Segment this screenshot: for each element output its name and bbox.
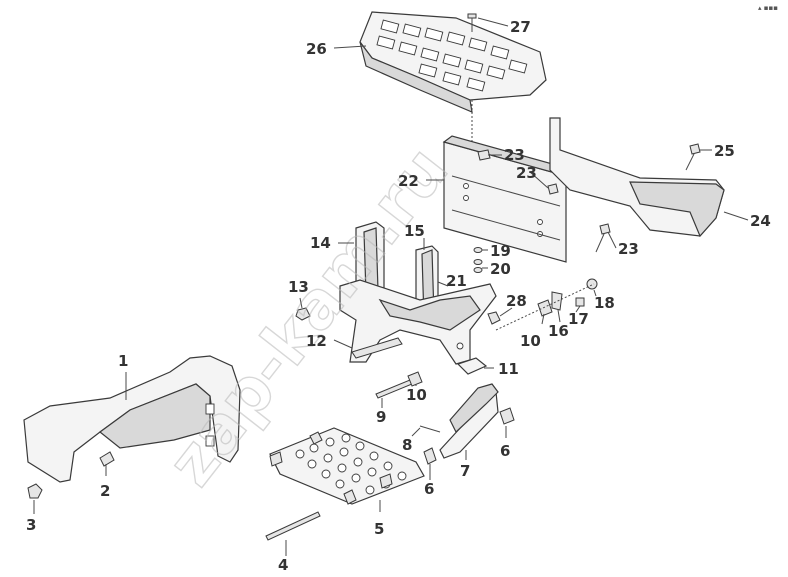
callout-14: 14	[310, 234, 331, 252]
part-8-pin	[419, 425, 441, 433]
callout-26: 26	[306, 40, 327, 58]
part-4-pin	[265, 511, 321, 541]
callout-23-top: 23	[504, 146, 525, 164]
callout-20: 20	[490, 260, 511, 278]
callout-7: 7	[460, 462, 470, 480]
callout-13: 13	[288, 278, 309, 296]
callout-16: 16	[548, 322, 569, 340]
callout-22: 22	[398, 172, 419, 190]
part-22-mounting-plate	[442, 135, 576, 263]
part-25-bolt	[685, 143, 701, 171]
part-23-bolts	[477, 149, 611, 253]
callout-4: 4	[278, 556, 288, 574]
part-27-bolt	[467, 13, 477, 32]
part-17-nut	[575, 297, 585, 307]
part-10-spacer-right	[537, 299, 553, 317]
callout-10-left: 10	[406, 386, 427, 404]
callout-17: 17	[568, 310, 589, 328]
callout-12: 12	[306, 332, 327, 350]
part-21-frame-assembly	[339, 279, 497, 365]
part-2-bolt	[99, 451, 115, 467]
callout-23-right: 23	[618, 240, 639, 258]
callout-leaders	[33, 17, 749, 556]
part-19-20-washers	[473, 247, 483, 273]
callout-15: 15	[404, 222, 425, 240]
corner-mark: ▴ ▪▪▪	[758, 4, 778, 12]
callout-10-right: 10	[520, 332, 541, 350]
part-10-spacer-left	[407, 371, 423, 387]
part-6-spacer-left	[423, 447, 437, 465]
callout-labels: 1 2 3 4 5 6 6 7 8 9 10 10 11 12 13 14 15…	[26, 18, 771, 574]
part-24-long-bracket	[549, 117, 725, 238]
callout-6-left: 6	[424, 480, 434, 498]
part-3-nut	[27, 483, 43, 499]
callout-2: 2	[100, 482, 110, 500]
callout-19: 19	[490, 242, 511, 260]
part-18-nut	[586, 278, 598, 290]
part-12-pin	[351, 337, 403, 359]
callout-27: 27	[510, 18, 531, 36]
callout-8: 8	[402, 436, 412, 454]
part-16-plate	[551, 291, 563, 311]
callout-24: 24	[750, 212, 771, 230]
callout-1: 1	[118, 352, 128, 370]
callout-28: 28	[506, 292, 527, 310]
part-26-grid-panel	[359, 11, 547, 113]
part-11-clip	[456, 357, 488, 375]
callout-3: 3	[26, 516, 36, 534]
callout-5: 5	[374, 520, 384, 538]
callout-21: 21	[446, 272, 467, 290]
callout-6-right: 6	[500, 442, 510, 460]
part-28-nut	[487, 311, 501, 325]
callout-9: 9	[376, 408, 386, 426]
part-5-foot-plate	[269, 427, 425, 505]
callout-23-middle: 23	[516, 164, 537, 182]
part-13-nut	[295, 307, 311, 321]
part-7-hinge-bracket	[439, 383, 499, 459]
callout-18: 18	[594, 294, 615, 312]
callout-11: 11	[498, 360, 519, 378]
part-6-spacer-right	[499, 407, 515, 425]
callout-25: 25	[714, 142, 735, 160]
part-1-main-arm	[23, 355, 241, 483]
